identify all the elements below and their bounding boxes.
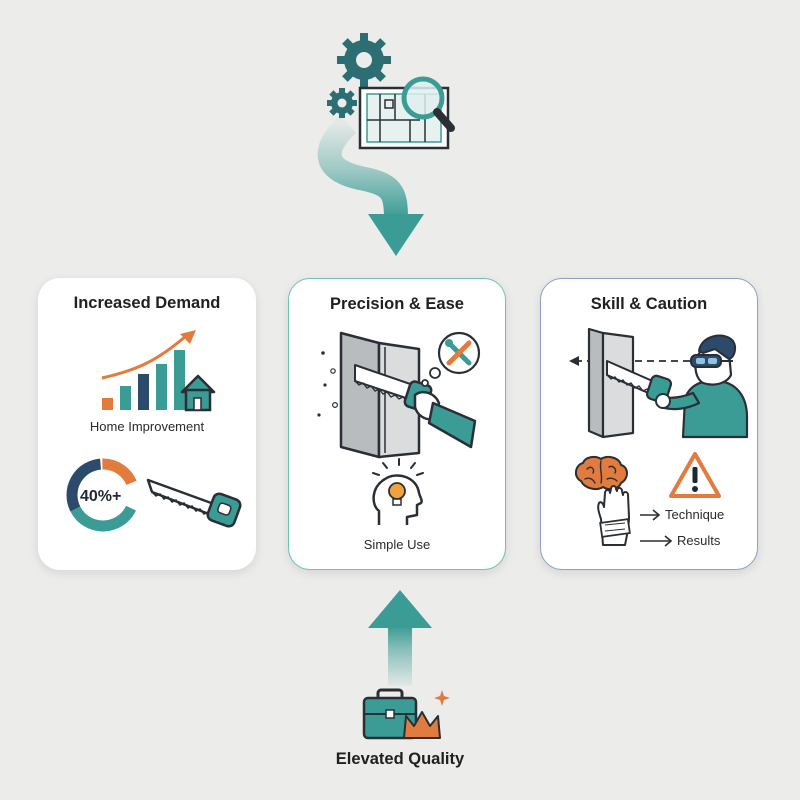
donut-segment-teal [70, 505, 137, 532]
card-caption: Home Improvement [89, 419, 205, 434]
bottom-label-elevated-quality: Elevated Quality [335, 750, 465, 768]
donut-segment-orange [102, 458, 137, 486]
donut-chart-icon [66, 458, 137, 532]
warning-triangle-icon [669, 452, 721, 498]
cutting-panel-icon [317, 331, 477, 459]
donut-stat-label: 40%+ [80, 488, 122, 505]
card-title: Increased Demand [73, 294, 221, 312]
toolbox-crown-icon [362, 688, 450, 740]
head-lightbulb-icon [372, 458, 424, 525]
arrow-right-icon [640, 509, 661, 521]
card-precision-ease: Precision & Ease [288, 278, 506, 570]
gears-magnifier-blueprint-icon [327, 33, 455, 150]
tools-thought-bubble-icon [421, 331, 481, 387]
card-skill-caution: Skill & Caution [540, 278, 758, 570]
hand-saw-icon [146, 478, 242, 528]
card-increased-demand: Increased Demand Home Improvement 40%+ [38, 278, 256, 570]
top-flow-arrow-icon [317, 115, 424, 256]
bottom-flow-arrow-icon [368, 590, 432, 686]
growth-bar-chart-icon [101, 330, 216, 412]
card-caption: Simple Use [363, 537, 431, 552]
house-icon [180, 374, 216, 412]
label-technique: Technique [665, 507, 725, 522]
arrow-right-icon [640, 535, 673, 547]
card-title: Precision & Ease [330, 295, 464, 313]
label-results: Results [677, 533, 721, 548]
bandaged-hand-icon [597, 485, 631, 546]
card-title: Skill & Caution [590, 295, 708, 313]
donut-segment-navy [66, 458, 102, 512]
brain-icon [575, 455, 628, 491]
worker-with-goggles-icon [569, 327, 749, 439]
